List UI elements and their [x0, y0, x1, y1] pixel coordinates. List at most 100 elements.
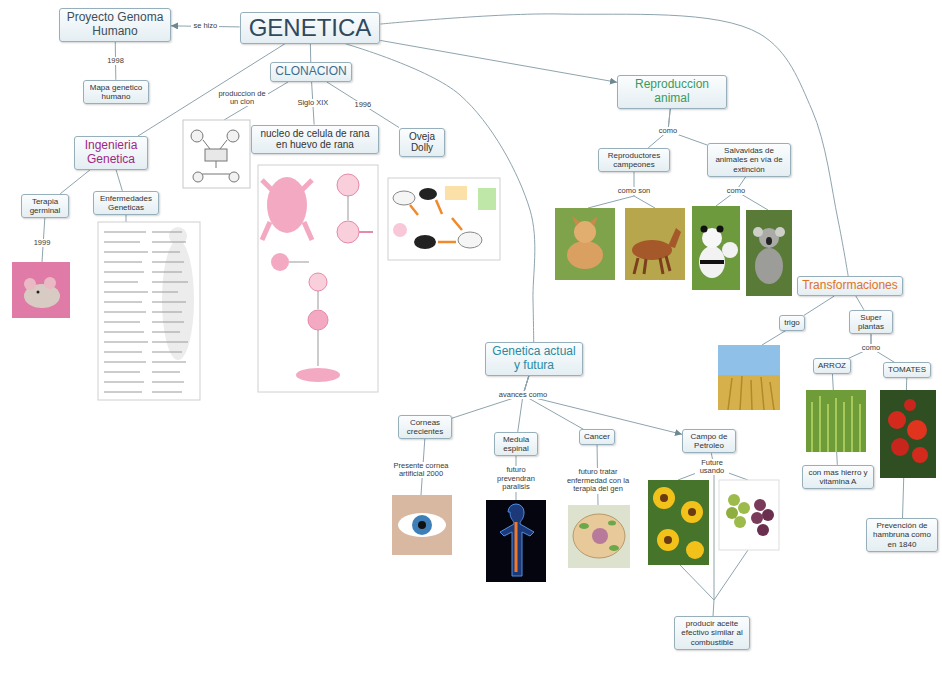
pupil — [418, 521, 426, 529]
node-text: Mapa genetico humano — [88, 83, 144, 101]
cell-sketch — [191, 130, 203, 142]
sunflower — [653, 487, 675, 509]
figure-frame — [258, 165, 378, 392]
grape — [726, 507, 738, 519]
node-text: ARROZ — [818, 361, 846, 370]
wheat-stalks — [728, 376, 774, 410]
node-text: producir aceite efectivo similar al comb… — [679, 619, 745, 647]
spine-photo — [486, 500, 546, 582]
node-text: Prevención de hambruna como en 1840 — [871, 521, 933, 549]
organelle — [579, 523, 589, 529]
koala-ear — [775, 227, 785, 237]
figure-frame — [98, 222, 200, 400]
grape — [762, 509, 774, 521]
rice-photo — [806, 390, 866, 452]
concept-box: Mapa genetico humano — [83, 80, 149, 104]
iris — [412, 515, 432, 535]
connector-line — [856, 296, 864, 310]
photo-ground — [648, 480, 709, 565]
dolly-figure — [388, 178, 500, 260]
rice-stalks — [812, 396, 860, 452]
node-text: TOMATES — [888, 365, 926, 374]
connector-line — [380, 40, 617, 82]
tomato-photo — [880, 390, 936, 478]
cell-sketch — [193, 172, 203, 182]
concept-box: ARROZ — [813, 358, 851, 373]
photo-ground — [746, 210, 792, 296]
concept-box: Enfermedades Geneticas — [93, 191, 159, 215]
dog-body — [567, 241, 603, 269]
connector-line — [518, 376, 529, 432]
leader-line — [588, 170, 655, 208]
pipette — [359, 231, 373, 233]
photo-ground — [486, 500, 546, 582]
connector-phrase: produccion de un clon — [216, 90, 268, 107]
concept-box: trigo — [779, 315, 805, 330]
concept-box: producir aceite efectivo similar al comb… — [674, 616, 750, 650]
spinal-cord — [515, 522, 518, 572]
grape — [757, 524, 769, 536]
sunflower-centre — [664, 536, 672, 544]
concept-box: GENETICA — [240, 12, 381, 44]
tomato — [891, 438, 909, 456]
sheep — [419, 188, 437, 200]
sheep — [393, 191, 415, 205]
photo-ground — [625, 208, 685, 280]
cell — [573, 514, 625, 558]
panda-ear — [701, 226, 708, 233]
concept-box: Ingenieria Genetica — [74, 136, 148, 170]
node-text: Salvavidas de animales en vía de extinci… — [712, 146, 786, 174]
concept-box: Oveja Dolly — [399, 128, 445, 157]
clone-figure — [183, 120, 250, 188]
grape — [754, 499, 766, 511]
edge-label: se hizo — [191, 22, 219, 30]
node-text: Terapia germinal — [26, 197, 64, 215]
egg-cell — [309, 273, 327, 291]
connector-phrase: Future usando — [695, 459, 729, 476]
horse-neck — [668, 228, 681, 248]
panda-body — [699, 246, 725, 278]
connector-phrase: como — [860, 344, 882, 352]
node-text: Genetica actual y futura — [490, 345, 578, 373]
concept-box: Medula espinal — [494, 432, 538, 456]
connector-line — [310, 44, 311, 62]
connector-phrase: como — [725, 187, 747, 195]
grapes-photo — [719, 480, 779, 550]
sheep — [414, 235, 436, 249]
grape — [734, 516, 746, 528]
horse-photo — [625, 208, 685, 280]
concept-box: Corneas crecientes — [398, 415, 452, 439]
body-outline — [500, 504, 534, 576]
koala-ear — [753, 227, 763, 237]
egg-cell — [337, 174, 359, 196]
tomato — [912, 447, 928, 463]
concept-box: Transformaciones — [797, 276, 903, 296]
koala-photo — [746, 210, 792, 296]
cell — [393, 223, 407, 237]
photo-ground — [806, 390, 866, 452]
orange-arrow — [410, 200, 462, 242]
node-text: Enfermedades Geneticas — [98, 194, 154, 212]
node-text: CLONACION — [275, 65, 346, 79]
concept-box: Terapia germinal — [21, 194, 69, 218]
note-box — [445, 186, 467, 200]
eye-photo — [392, 495, 452, 555]
node-text: Reproductores campeones — [603, 151, 665, 169]
edge-label: Siglo XIX — [295, 99, 330, 107]
tomato — [907, 420, 927, 440]
node-text: Super plantas — [854, 313, 888, 331]
tomato — [888, 411, 906, 429]
node-text: Campo de Petroleo — [687, 432, 731, 450]
arrow-sketch — [200, 140, 232, 174]
mouse-ear — [24, 278, 36, 290]
photo-ground — [392, 495, 452, 555]
sunflower-centre — [688, 508, 696, 516]
disease-list-figure — [98, 222, 200, 400]
node-text: Ingenieria Genetica — [79, 139, 143, 167]
connector-line — [523, 376, 682, 435]
organelle — [608, 521, 616, 526]
node-text: Oveja Dolly — [404, 131, 440, 154]
mouse-eye — [37, 291, 40, 294]
node-text: Cancer — [584, 432, 610, 441]
koala-body — [755, 248, 783, 284]
